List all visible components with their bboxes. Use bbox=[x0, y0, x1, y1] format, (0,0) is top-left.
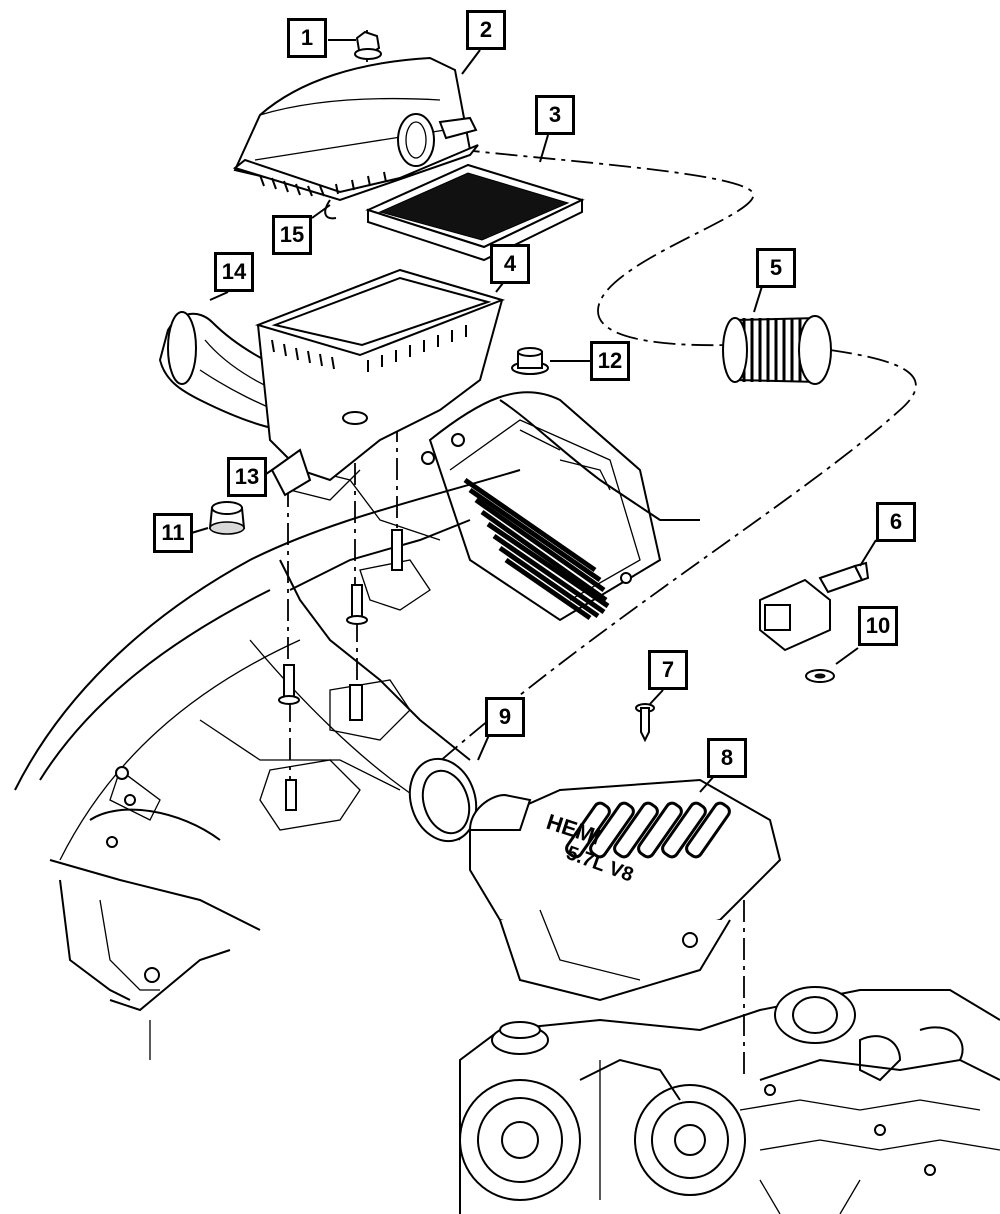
callout-15: 15 bbox=[272, 215, 312, 255]
callout-9: 9 bbox=[485, 697, 525, 737]
callout-5: 5 bbox=[756, 248, 796, 288]
callout-1: 1 bbox=[287, 18, 327, 58]
air-cleaner-lower-housing bbox=[254, 268, 506, 497]
part-5-resonator bbox=[722, 315, 832, 385]
cowl-panel bbox=[421, 391, 700, 622]
part-8-engine-cover: HEMI 5.7L V8 bbox=[468, 778, 782, 1002]
callout-13: 13 bbox=[227, 457, 267, 497]
part-10-washer bbox=[805, 669, 835, 683]
part-9-clamp bbox=[408, 757, 478, 843]
callout-7: 7 bbox=[648, 650, 688, 690]
callout-10: 10 bbox=[858, 606, 898, 646]
callout-11: 11 bbox=[153, 513, 193, 553]
callout-3: 3 bbox=[535, 95, 575, 135]
callout-4: 4 bbox=[490, 244, 530, 284]
part-12-grommet bbox=[511, 347, 549, 375]
part-1-nut bbox=[354, 30, 382, 60]
callout-6: 6 bbox=[876, 502, 916, 542]
callout-14: 14 bbox=[214, 252, 254, 292]
callout-12: 12 bbox=[590, 341, 630, 381]
part-11-grommet bbox=[208, 501, 246, 535]
engine-assembly bbox=[459, 986, 1000, 1214]
part-6-sensor bbox=[759, 561, 870, 652]
callout-8: 8 bbox=[707, 738, 747, 778]
part-2-upper-cover bbox=[232, 56, 479, 220]
mounting-bolts bbox=[278, 529, 403, 811]
part-4-filter-element bbox=[365, 163, 585, 262]
callout-2: 2 bbox=[466, 10, 506, 50]
part-7-screw bbox=[635, 703, 655, 743]
